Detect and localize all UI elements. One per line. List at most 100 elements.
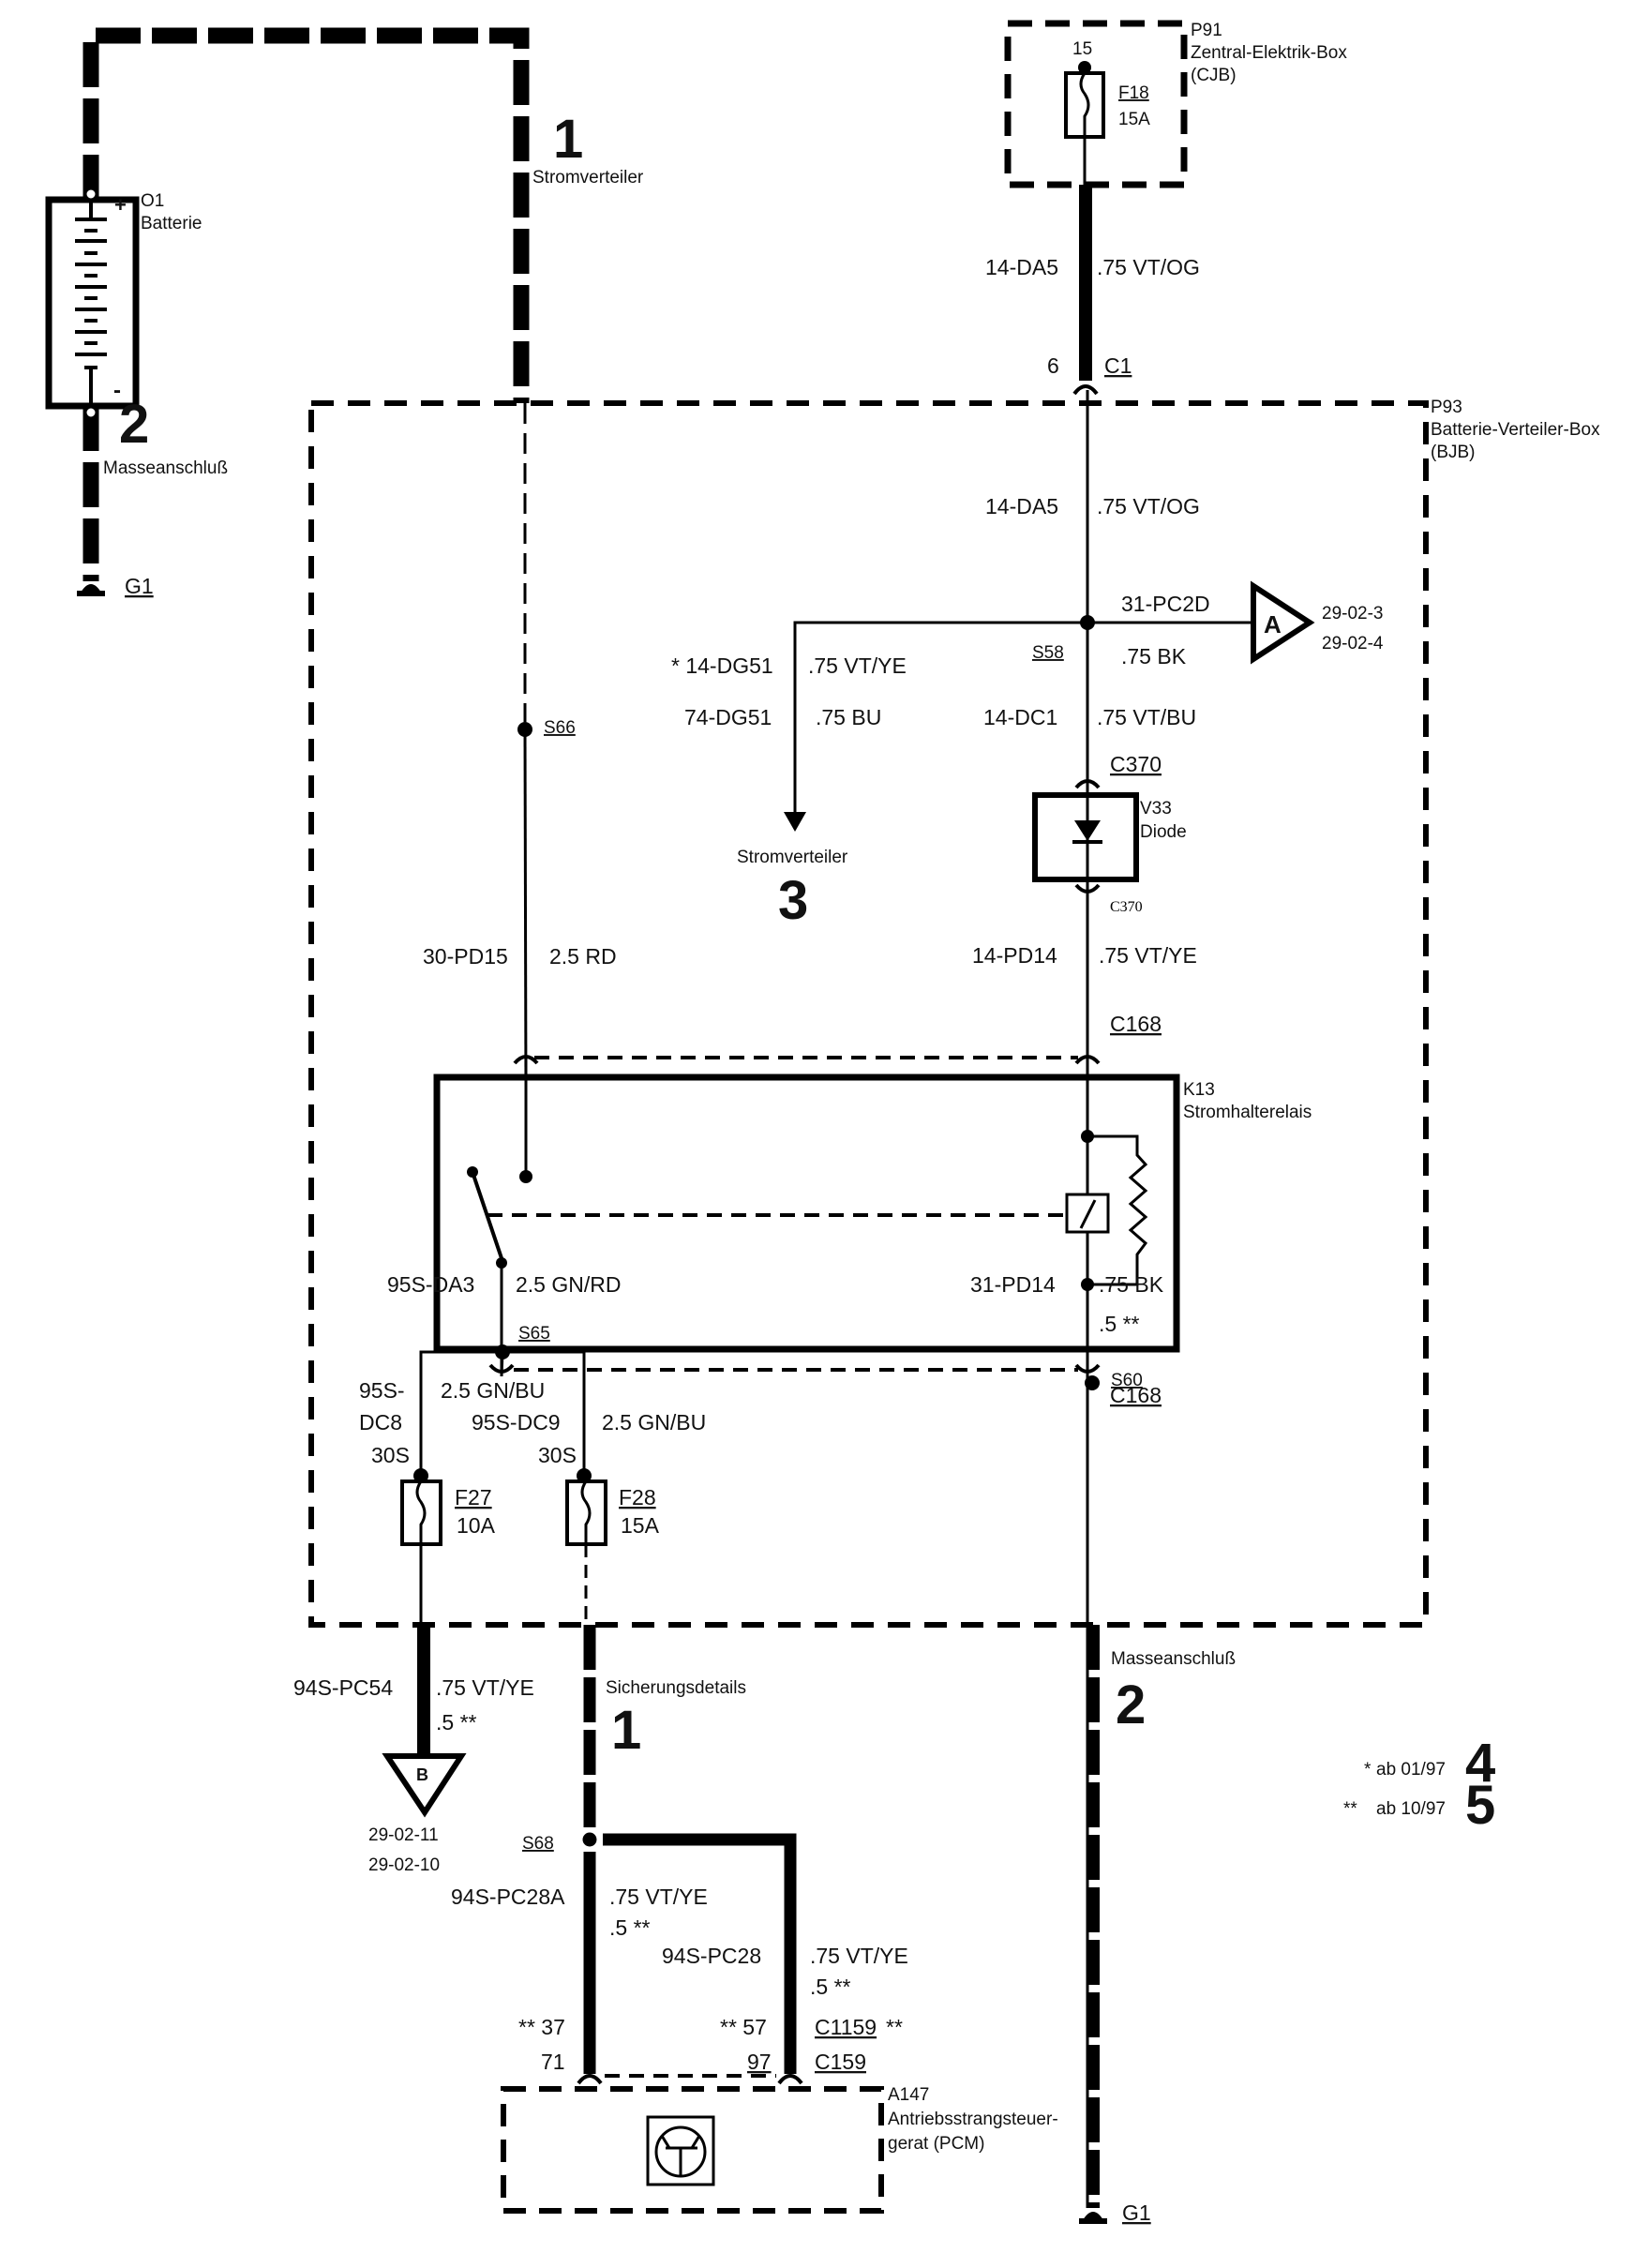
connector-c159-id: C159: [815, 2050, 866, 2074]
wire-94s-pc54-alt: .5 **: [436, 1710, 477, 1735]
wire-94s-pc28-circuit: 94S-PC28: [662, 1944, 761, 1968]
callout-label-masse-bottom: Masseanschluß: [1111, 1649, 1236, 1669]
wire-31-pd14-alt: .5 **: [1099, 1312, 1140, 1336]
wire-14-pd14-spec: .75 VT/YE: [1099, 943, 1197, 968]
wire-94s-pc54-circuit: 94S-PC54: [293, 1675, 393, 1700]
wire-95s-dc8-circuit-l2: DC8: [359, 1410, 402, 1434]
battery-minus-sign: -: [113, 378, 121, 403]
connector-c168-top-label: C168: [1110, 1012, 1162, 1036]
bjb-box: [308, 400, 1429, 1628]
relay-connector-top-right: [1074, 1055, 1101, 1065]
legend-number-1: 4: [1465, 1733, 1495, 1794]
splice-s58-label: S58: [1032, 643, 1064, 663]
cjb-abbr: (CJB): [1191, 66, 1237, 85]
callout-label-masse-top: Masseanschluß: [103, 458, 228, 478]
callout-number-3: 3: [778, 870, 808, 931]
wire-14-da5-circuit-top: 14-DA5: [985, 255, 1058, 279]
offpage-a-ref1: 29-02-3: [1322, 604, 1384, 623]
connector-c1-symbol: [1072, 384, 1099, 396]
connector-c370-top-label: C370: [1110, 752, 1162, 776]
callout-number-2-bottom: 2: [1116, 1675, 1146, 1735]
cjb-id: P91: [1191, 21, 1222, 40]
connector-c1159-marker: **: [886, 2015, 903, 2039]
connector-c1159-pin-right: ** 57: [720, 2015, 767, 2039]
wire-94s-pc28-alt: .5 **: [810, 1975, 851, 1999]
fuse-f28-rating: 15A: [621, 1513, 660, 1538]
connector-c159-pin-right: 97: [747, 2050, 772, 2074]
ground-label-right: G1: [1122, 2200, 1151, 2225]
battery-symbol: [45, 187, 140, 420]
fuse-f18-rating: 15A: [1118, 110, 1150, 129]
wire-30-pd15-spec: 2.5 RD: [549, 944, 617, 969]
connector-c159-left-symbol: [577, 2074, 603, 2085]
wire-14-da5-spec-bjb: .75 VT/OG: [1097, 494, 1200, 518]
callout-label-sicherungsdetails: Sicherungsdetails: [606, 1678, 746, 1698]
wire-s65-branches: [419, 1350, 586, 1476]
splice-s60-dot: [1085, 1375, 1100, 1390]
legend-number-2: 5: [1465, 1775, 1495, 1836]
wire-74-dg51-circuit: 74-DG51: [684, 705, 772, 729]
wire-31-pd14-circuit: 31-PD14: [970, 1272, 1056, 1297]
wire-31-pd14-spec: .75 BK: [1099, 1272, 1164, 1297]
splice-s65-label: S65: [518, 1324, 550, 1344]
connector-c159-pin-left: 71: [541, 2050, 565, 2074]
offpage-b-ref2: 29-02-10: [368, 1855, 440, 1875]
bjb-id: P93: [1431, 398, 1462, 417]
diode-v33-symbol: [1032, 792, 1139, 882]
wire-95s-dc9-circuit: 95S-DC9: [472, 1410, 561, 1434]
legend-marker-1: *: [1364, 1760, 1372, 1780]
splice-s68-dot: [579, 1829, 600, 1850]
wire-94s-pc54-spec: .75 VT/YE: [436, 1675, 534, 1700]
wire-14-dc1-circuit: 14-DC1: [983, 705, 1057, 729]
wire-94s-pc28a-circuit: 94S-PC28A: [451, 1885, 565, 1909]
arrow-to-stromverteiler: [784, 812, 806, 832]
wire-95s-da3-spec: 2.5 GN/RD: [516, 1272, 621, 1297]
connector-c370-bottom-label: C370: [1110, 899, 1143, 915]
fuse-f27-pin: 30S: [371, 1443, 410, 1467]
fuse-f28-id: F28: [619, 1485, 656, 1509]
ground-symbol-right: [1079, 2212, 1107, 2224]
wire-14-dg51-circuit: * 14-DG51: [671, 653, 773, 678]
fuse-f18-symbol: [1064, 61, 1105, 139]
diode-v33-id: V33: [1140, 799, 1172, 819]
connector-c159-right-symbol: [777, 2074, 803, 2085]
pcm-transistor-icon: [646, 2115, 715, 2186]
callout-number-2-top: 2: [119, 394, 149, 455]
splice-s68-label: S68: [522, 1834, 554, 1854]
battery-plus-sign: +: [114, 193, 127, 217]
wire-14-dg51-branch: [793, 621, 1087, 812]
splice-s60-label: S60: [1111, 1371, 1143, 1390]
offpage-connector-a: [1251, 580, 1315, 665]
wire-94s-pc28-spec: .75 VT/YE: [810, 1944, 908, 1968]
diode-v33-name: Diode: [1140, 822, 1187, 842]
wire-14-pd14-circuit: 14-PD14: [972, 943, 1057, 968]
callout-label-stromverteiler-3: Stromverteiler: [737, 848, 848, 867]
legend-text-1: ab 01/97: [1376, 1760, 1446, 1780]
wire-95s-dc8-spec: 2.5 GN/BU: [441, 1378, 545, 1403]
bjb-name: Batterie-Verteiler-Box: [1431, 420, 1600, 440]
connector-c370-top-symbol: [1074, 779, 1101, 789]
battery-name: Batterie: [141, 214, 202, 233]
pcm-box: [501, 2086, 884, 2214]
ground-symbol-left: [77, 584, 105, 596]
connector-c1159-pin-left: ** 37: [518, 2015, 565, 2039]
wire-94s-pc28a-spec: .75 VT/YE: [609, 1885, 708, 1909]
relay-k13-id: K13: [1183, 1080, 1215, 1100]
ground-label-left: G1: [125, 574, 154, 598]
pcm-id: A147: [888, 2085, 929, 2105]
relay-k13-name: Stromhalterelais: [1183, 1103, 1312, 1122]
splice-s66-label: S66: [544, 718, 576, 738]
legend-marker-2: **: [1343, 1799, 1357, 1819]
wire-94s-pc28: [603, 1833, 797, 2074]
relay-connector-top-left: [513, 1055, 539, 1065]
offpage-connector-b: [382, 1753, 467, 1818]
connector-c1159-id: C1159: [815, 2015, 877, 2039]
offpage-a-letter: A: [1264, 610, 1282, 638]
wire-74-dg51-spec: .75 BU: [816, 705, 881, 729]
wire-31-pc2d-spec: .75 BK: [1121, 644, 1187, 668]
offpage-b-ref1: 29-02-11: [368, 1825, 439, 1845]
relay-connector-bottom-right: [1074, 1363, 1101, 1374]
offpage-b-letter: B: [416, 1765, 428, 1784]
battery-id: O1: [141, 191, 164, 211]
